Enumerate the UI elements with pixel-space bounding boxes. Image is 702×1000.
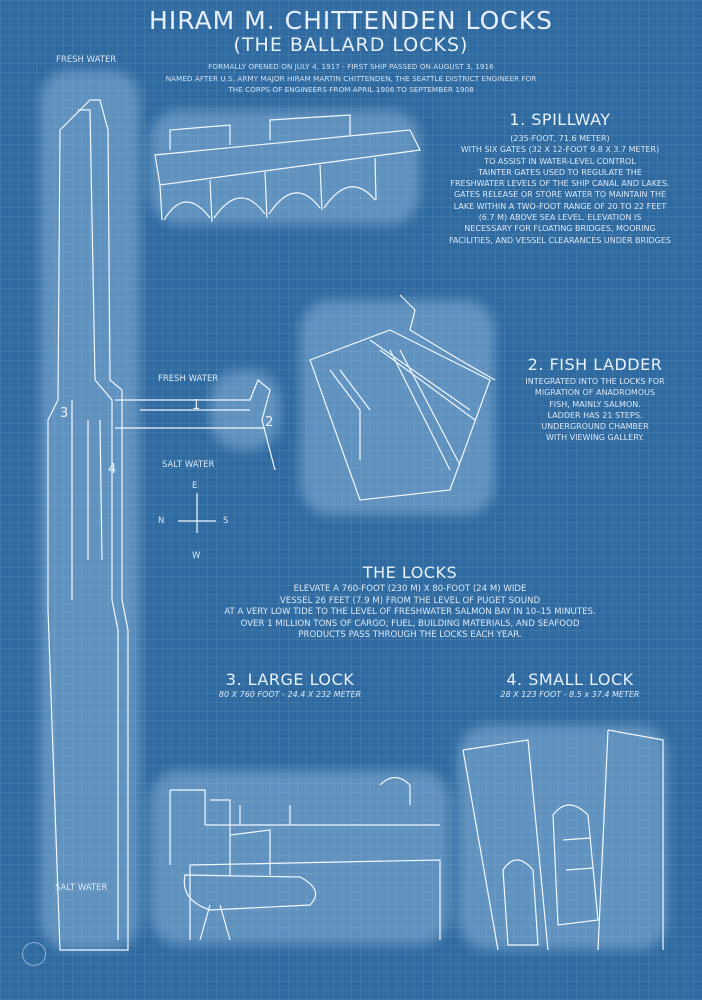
map-marker-2: 2 [265, 415, 274, 430]
header-line: FORMALLY OPENED ON JULY 4, 1917 - FIRST … [208, 62, 494, 71]
small-lock-title: 4. SMALL LOCK [506, 670, 634, 689]
fish-ladder-illustration [309, 294, 496, 501]
text-line: INTEGRATED INTO THE LOCKS FOR [525, 377, 665, 386]
small-lock-illustration [462, 729, 664, 951]
the-locks-text: ELEVATE A 760-FOOT (230 M) X 80-FOOT (24… [160, 584, 660, 642]
text-line: OVER 1 MILLION TONS OF CARGO, FUEL, BUIL… [240, 618, 580, 629]
small-lock-glow [458, 725, 668, 950]
large-lock-title: 3. LARGE LOCK [225, 670, 355, 689]
text-line: FRESHWATER LEVELS OF THE SHIP CANAL AND … [450, 179, 670, 189]
text-line: PRODUCTS PASS THROUGH THE LOCKS EACH YEA… [298, 630, 522, 641]
text-line: FACILITIES, AND VESSEL CLEARANCES UNDER … [449, 235, 671, 245]
text-line: AT A VERY LOW TIDE TO THE LEVEL OF FRESH… [224, 607, 596, 618]
label-salt-water: SALT WATER [55, 883, 108, 893]
spillway-illustration [154, 114, 421, 223]
text-line: TO ASSIST IN WATER-LEVEL CONTROL [484, 156, 636, 166]
text-line: GATES RELEASE OR STORE WATER TO MAINTAIN… [453, 190, 667, 200]
text-line: LADDER HAS 21 STEPS. [547, 410, 643, 420]
text-line: LAKE WITHIN A TWO-FOOT RANGE OF 20 TO 22… [453, 201, 667, 211]
map-marker-4: 4 [108, 462, 117, 477]
text-line: WITH VIEWING GALLERY. [545, 433, 645, 443]
publisher-logo [22, 942, 46, 966]
label-fresh-water: FRESH WATER [56, 55, 117, 65]
large-lock-section: 3. LARGE LOCK 80 X 760 FOOT - 24.4 X 232… [190, 670, 390, 700]
compass-icon [178, 493, 216, 533]
spillway-section: 1. SPILLWAY (235-FOOT, 71.6 METER) WITH … [420, 110, 700, 246]
text-line: ELEVATE A 760-FOOT (230 M) X 80-FOOT (24… [293, 584, 527, 594]
compass-e: E [192, 481, 198, 491]
fish-ladder-title: 2. FISH LADDER [527, 355, 663, 374]
text-line: (6.7 M) ABOVE SEA LEVEL. ELEVATION IS [478, 213, 642, 223]
header-line: NAMED AFTER U.S. ARMY MAJOR HIRAM MARTIN… [165, 73, 537, 83]
text-line: MIGRATION OF ANADROMOUS [534, 388, 656, 398]
header-info: FORMALLY OPENED ON JULY 4, 1917 - FIRST … [0, 61, 702, 96]
header-line: THE CORPS OF ENGINEERS FROM APRIL 1906 T… [228, 85, 474, 94]
the-locks-title: THE LOCKS [362, 563, 458, 582]
large-lock-glow [150, 770, 450, 945]
large-lock-dims: 80 X 760 FOOT - 24.4 X 232 METER [218, 690, 362, 699]
poster-subtitle: (THE BALLARD LOCKS) [233, 34, 469, 56]
map-marker-1: 1 [192, 398, 201, 413]
text-line: UNDERGROUND CHAMBER [541, 422, 649, 432]
label-salt-water-mid: SALT WATER [162, 460, 215, 470]
text-line: TAINTER GATES USED TO REGULATE THE [478, 167, 642, 177]
fish-ladder-text: INTEGRATED INTO THE LOCKS FOR MIGRATION … [495, 376, 695, 444]
canal-map [47, 99, 276, 951]
compass-w: W [192, 551, 201, 561]
small-lock-dims: 28 X 123 FOOT - 8.5 x 37.4 METER [500, 690, 640, 699]
poster-title: HIRAM M. CHITTENDEN LOCKS [149, 6, 553, 35]
fish-ladder-glow [300, 300, 495, 515]
map-marker-3: 3 [60, 406, 69, 421]
spillway-text: (235-FOOT, 71.6 METER) WITH SIX GATES (3… [420, 133, 700, 246]
spillway-title: 1. SPILLWAY [509, 110, 611, 129]
large-lock-illustration [169, 776, 441, 941]
small-lock-section: 4. SMALL LOCK 28 X 123 FOOT - 8.5 x 37.4… [470, 670, 670, 700]
text-line: NECESSARY FOR FLOATING BRIDGES, MOORING [464, 224, 656, 234]
text-line: FISH, MAINLY SALMON. [549, 399, 641, 409]
the-locks-section: THE LOCKS ELEVATE A 760-FOOT (230 M) X 8… [160, 563, 660, 642]
map-glow [40, 70, 140, 950]
text-line: VESSEL 26 FEET (7.9 M) FROM THE LEVEL OF… [279, 595, 541, 606]
text-line: WITH SIX GATES (32 X 12-FOOT 9.8 X 3.7 M… [460, 145, 660, 155]
label-fresh-water-mid: FRESH WATER [158, 374, 219, 384]
compass-n: N [158, 516, 165, 526]
fish-ladder-section: 2. FISH LADDER INTEGRATED INTO THE LOCKS… [495, 355, 695, 444]
compass-s: S [223, 516, 229, 526]
text-line: (235-FOOT, 71.6 METER) [510, 134, 610, 143]
